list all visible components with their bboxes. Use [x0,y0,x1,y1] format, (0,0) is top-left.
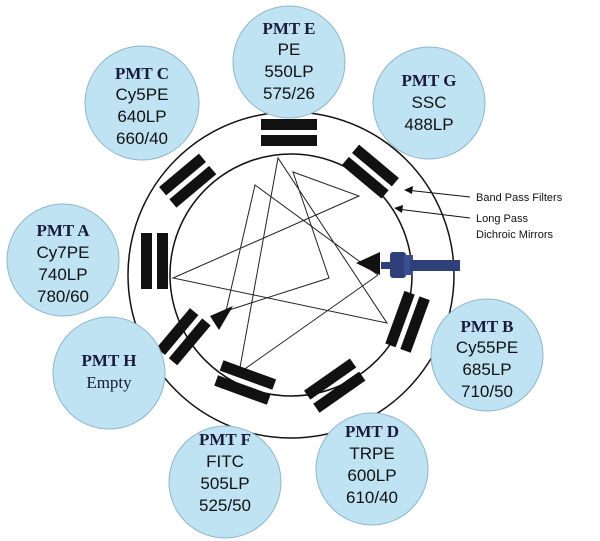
pmt-c-bubble: PMT C Cy5PE 640LP 660/40 [84,45,200,161]
pmt-b-title: PMT B [460,317,513,336]
pmt-e-dye: PE [278,40,301,59]
filter-pair-d [304,358,366,413]
pmt-a-title: PMT A [36,221,90,240]
filter-pair-a [141,233,168,289]
pmt-c-title: PMT C [115,64,169,83]
filter-pair-c [159,153,217,208]
band-pass-label: Band Pass Filters [476,192,563,204]
pmt-g-title: PMT G [402,71,457,90]
pmt-d-bubble: PMT D TRPE 600LP 610/40 [315,412,429,526]
filter-pair-e [261,119,317,146]
pmt-f-title: PMT F [199,430,251,449]
filter-pair-g [341,144,399,199]
pmt-h-bubble: PMT H Empty [52,316,166,430]
pmt-a-band-pass: 780/60 [37,287,89,306]
pmt-e-long-pass: 550LP [264,62,313,81]
pmt-c-long-pass: 640LP [117,107,166,126]
pmt-d-band-pass: 610/40 [346,488,398,507]
long-pass-label: Long Pass [476,213,528,225]
pmt-a-bubble: PMT A Cy7PE 740LP 780/60 [6,203,120,317]
pmt-c-dye: Cy5PE [116,85,169,104]
pmt-e-title: PMT E [262,19,315,38]
pmt-g-scatter: SSC [412,93,447,112]
pmt-g-long-pass: 488LP [404,115,453,134]
pmt-b-dye: Cy55PE [456,338,518,357]
pmt-d-dye: TRPE [349,444,394,463]
pmt-b-band-pass: 710/50 [461,382,513,401]
pmt-a-dye: Cy7PE [37,243,90,262]
filter-pair-b [385,290,430,353]
pmt-b-long-pass: 685LP [462,360,511,379]
light-source-icon [381,252,460,278]
pmt-e-band-pass: 575/26 [263,84,315,103]
deflect-arrowhead [210,306,233,330]
pmt-b-bubble: PMT B Cy55PE 685LP 710/50 [430,298,544,412]
pmt-f-bubble: PMT F FITC 505LP 525/50 [168,425,282,539]
filter-pair-h [156,308,211,366]
entry-arrowhead [356,252,380,275]
pmt-f-dye: FITC [206,452,244,471]
pmt-h-status: Empty [86,373,132,392]
band-pass-pointer-head [404,186,413,194]
light-path-star [171,156,389,375]
pmt-f-band-pass: 525/50 [199,496,251,515]
band-pass-pointer [405,189,471,198]
pmt-g-bubble: PMT G SSC 488LP [372,46,486,160]
long-pass-pointer-head [394,205,403,213]
pmt-d-title: PMT D [345,422,399,441]
pmt-d-long-pass: 600LP [347,466,396,485]
filter-pair-f [214,360,277,405]
long-pass-pointer [396,208,471,219]
pmt-c-band-pass: 660/40 [116,129,168,148]
pmt-a-long-pass: 740LP [38,265,87,284]
pmt-e-bubble: PMT E PE 550LP 575/26 [232,5,346,119]
pmt-h-title: PMT H [82,351,137,370]
pmt-f-long-pass: 505LP [200,474,249,493]
dichroic-label: Dichroic Mirrors [476,229,554,241]
